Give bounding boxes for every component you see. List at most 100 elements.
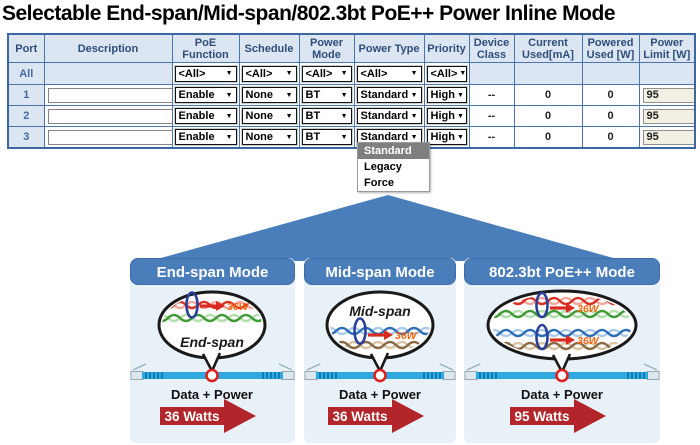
select-value: <All> [305, 67, 333, 80]
endspan-panel-title: End-span Mode [130, 258, 295, 285]
priority-select[interactable]: High▼ [426, 108, 467, 124]
poe-function-select[interactable]: Enable▼ [174, 87, 237, 103]
power-mode-select[interactable]: BT▼ [301, 108, 352, 124]
dropdown-arrow-icon: ▼ [285, 133, 293, 141]
power-type-select[interactable]: Standard▼ [356, 108, 422, 124]
poe-function-select[interactable]: Enable ▼ [174, 129, 237, 145]
watts-label: 36 Watts [164, 409, 219, 424]
midspan-panel: Mid-span Mode Mid-span 36W [304, 258, 456, 443]
power-limit-input[interactable]: 95 [642, 87, 694, 103]
dropdown-arrow-icon: ▼ [285, 91, 293, 99]
injection-point-icon [555, 368, 569, 383]
dropdown-option-standard[interactable]: Standard [358, 143, 429, 159]
poe-plus-plus-panel-title: 802.3bt PoE++ Mode [464, 258, 660, 285]
select-value: <All> [430, 67, 458, 80]
bubble-label: Mid-span [349, 303, 410, 319]
select-value: Standard [360, 89, 409, 101]
power-limit-input[interactable]: 95 [642, 129, 694, 145]
cable-label: Data + Power [521, 387, 603, 402]
current-used-value: 0 [513, 84, 583, 106]
poe-function-select[interactable]: Enable▼ [174, 108, 237, 124]
cable-label: Data + Power [171, 387, 253, 402]
power-limit-input[interactable]: 95 [642, 108, 694, 124]
schedule-select[interactable]: None ▼ [241, 108, 297, 124]
all-poe-function-select[interactable]: <All>▼ [174, 65, 237, 82]
dropdown-option-force[interactable]: Force [358, 175, 429, 191]
power-direction-arrow-icon [550, 303, 575, 313]
table-row-port1: 1 Enable▼ None ▼ BT▼ Standard▼ High▼ -- 0… [7, 84, 696, 106]
inline-watt-label: 36W [227, 301, 250, 313]
current-used-value: 0 [513, 105, 583, 127]
all-schedule-select[interactable]: <All>▼ [241, 65, 297, 82]
endspan-panel: End-span Mode 36W End-span [130, 258, 295, 443]
power-direction-arrow-icon [368, 330, 393, 340]
dropdown-arrow-icon: ▼ [340, 112, 348, 120]
dropdown-arrow-icon: ▼ [340, 133, 348, 141]
power-type-dropdown-list: Standard Legacy Force [357, 142, 430, 192]
bubble-pointer [369, 352, 390, 374]
powered-pair-loop-icon [535, 323, 549, 351]
dropdown-arrow-icon: ▼ [285, 70, 293, 77]
table-row-all: All <All>▼ <All>▼ <All>▼ <All>▼ <All>▼ [7, 62, 696, 85]
power-direction-arrow-icon [200, 301, 225, 311]
all-power-mode-select[interactable]: <All> ▼ [301, 65, 352, 82]
power-mode-select[interactable]: BT ▼ [301, 129, 352, 145]
power-type-select[interactable]: Standard▼ [356, 87, 422, 103]
dropdown-arrow-icon: ▼ [225, 70, 233, 77]
description-input[interactable] [47, 129, 171, 145]
power-direction-arrow-icon [550, 335, 575, 345]
dropdown-arrow-icon: ▼ [410, 112, 418, 120]
device-class-value: -- [468, 84, 515, 106]
all-priority-select[interactable]: <All>▼ [426, 65, 467, 82]
inline-watt-label: 36W [395, 330, 418, 342]
inline-watt-label: 36W [577, 303, 600, 315]
select-value: High [430, 131, 455, 143]
dropdown-arrow-icon: ▼ [285, 112, 293, 120]
schedule-select[interactable]: None▼ [241, 129, 297, 145]
poe-config-table: Port Description PoE Function Schedule P… [7, 33, 696, 149]
watts-label: 36 Watts [332, 409, 387, 424]
power-mode-select[interactable]: BT▼ [301, 87, 352, 103]
table-header-row: Port Description PoE Function Schedule P… [7, 33, 696, 63]
select-value: Enable [178, 131, 215, 143]
dropdown-arrow-icon: ▼ [225, 133, 233, 141]
select-value: None [245, 89, 274, 101]
dropdown-option-legacy[interactable]: Legacy [358, 159, 429, 175]
description-input[interactable] [47, 87, 171, 103]
col-power-type: Power Type [353, 33, 425, 63]
dropdown-arrow-icon: ▼ [410, 133, 418, 141]
select-value: High [430, 110, 455, 122]
powered-pair-loop-icon [353, 317, 367, 345]
endspan-diagram: 36W End-span Data + Power 36 Watts [130, 290, 295, 433]
col-priority: Priority [423, 33, 470, 63]
col-power-limit: Power Limit [W] [638, 33, 696, 63]
device-class-value: -- [468, 126, 515, 149]
select-value: BT [305, 131, 321, 143]
powered-used-value: 0 [581, 105, 640, 127]
schedule-select[interactable]: None ▼ [241, 87, 297, 103]
port-number: 1 [7, 84, 45, 106]
poe-plus-plus-panel: 802.3bt PoE++ Mode [464, 258, 660, 443]
midspan-panel-title: Mid-span Mode [304, 258, 456, 285]
watts-arrow: 95 Watts [510, 399, 606, 433]
powered-pair-loop-icon [185, 291, 199, 319]
device-class-value: -- [468, 105, 515, 127]
all-power-type-select[interactable]: <All>▼ [356, 65, 422, 82]
poe-plus-plus-diagram: 36W 36W Data + Power 95 W [464, 289, 660, 433]
bubble-label: End-span [180, 334, 244, 350]
midspan-diagram: Mid-span 36W [304, 290, 456, 433]
dropdown-arrow-icon: ▼ [340, 70, 348, 77]
inline-watt-label: 36W [577, 335, 600, 347]
watts-arrow: 36 Watts [328, 399, 424, 433]
injection-point-icon [373, 368, 387, 383]
priority-select[interactable]: High▼ [426, 129, 467, 145]
select-value: Standard [360, 131, 409, 143]
select-value: BT [305, 89, 321, 101]
select-value: None [245, 110, 274, 122]
description-input[interactable] [47, 108, 171, 124]
current-used-value: 0 [513, 126, 583, 149]
watts-arrow: 36 Watts [160, 399, 256, 433]
dropdown-arrow-icon: ▼ [225, 112, 233, 120]
priority-select[interactable]: High▼ [426, 87, 467, 103]
